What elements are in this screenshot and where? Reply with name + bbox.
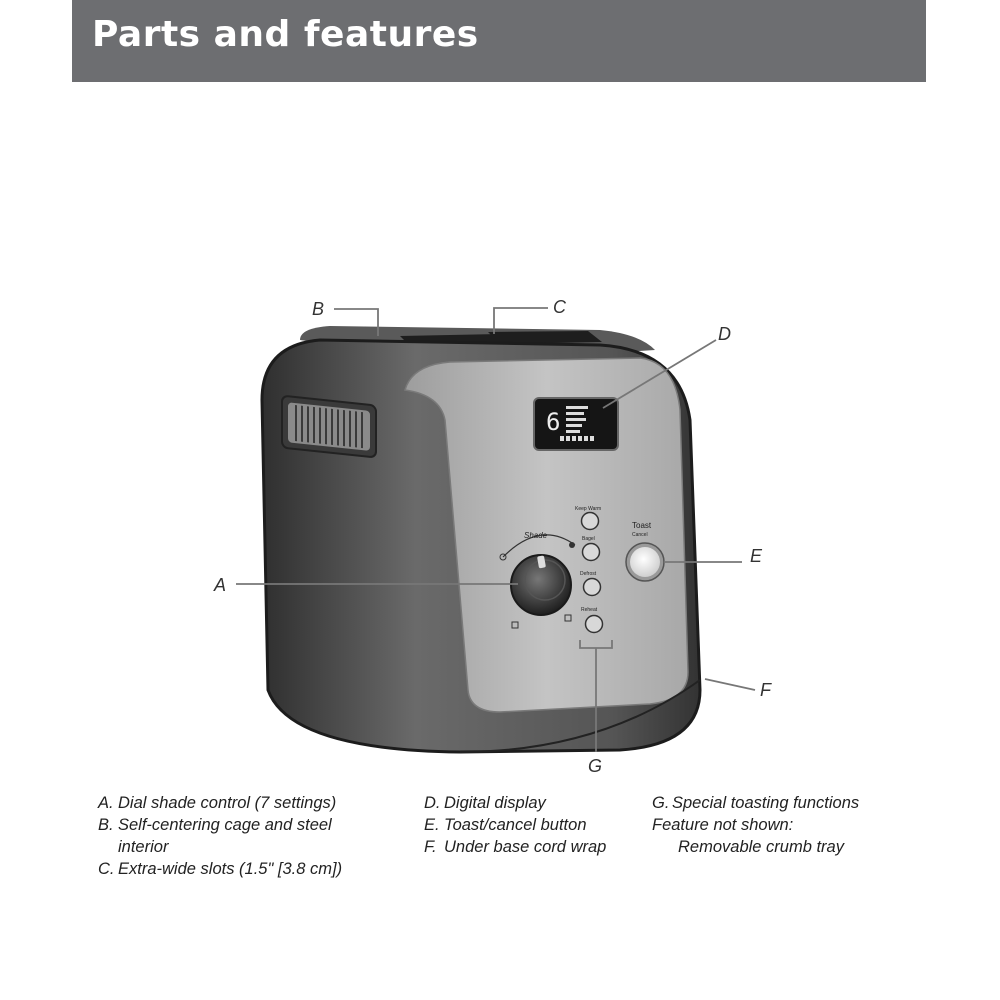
legend-item-b: B. Self-centering cage and steel	[98, 816, 332, 834]
svg-text:Bagel: Bagel	[582, 536, 595, 542]
reheat-button[interactable]: Reheat	[581, 607, 604, 634]
callout-e: E	[750, 546, 763, 566]
header-bar: Parts and features	[72, 0, 926, 82]
defrost-button[interactable]: Defrost	[580, 571, 602, 597]
callout-line-d	[602, 339, 717, 409]
callout-b: B	[312, 299, 324, 319]
legend-item-e: E. Toast/cancel button	[424, 816, 587, 834]
slot-right	[488, 331, 602, 344]
legend-item-c: C. Extra-wide slots (1.5" [3.8 cm])	[98, 860, 343, 878]
legend-crumb-tray: Removable crumb tray	[678, 838, 844, 856]
callout-c: C	[553, 297, 567, 317]
svg-text:Reheat: Reheat	[581, 607, 598, 613]
legend-item-f: F. Under base cord wrap	[424, 838, 607, 856]
callout-a: A	[213, 575, 226, 595]
legend-column-2: D. Digital display E. Toast/cancel butto…	[424, 792, 644, 858]
digital-display: 6	[533, 397, 619, 451]
legend-feature-not-shown: Feature not shown:	[652, 816, 794, 834]
svg-text:Defrost: Defrost	[580, 571, 597, 577]
display-bar	[560, 436, 594, 441]
shade-label: Shade	[524, 531, 548, 540]
legend-column-1: A. Dial shade control (7 settings) B. Se…	[98, 792, 388, 880]
callout-g: G	[588, 756, 602, 776]
svg-text:Keep Warm: Keep Warm	[575, 506, 601, 512]
bagel-button[interactable]: Bagel	[581, 536, 601, 562]
base-edge	[459, 679, 701, 753]
callout-d: D	[718, 324, 731, 344]
page-title: Parts and features	[92, 14, 479, 55]
legend-item-g: G. Special toasting functions	[652, 794, 860, 812]
svg-text:Cancel: Cancel	[632, 532, 648, 538]
legend-column-3: G. Special toasting functions Feature no…	[652, 792, 912, 858]
legend-item-b-cont: interior	[118, 838, 169, 856]
keep-warm-button[interactable]: Keep Warm	[575, 506, 601, 531]
callout-line-c	[493, 307, 548, 334]
callout-bracket-g	[579, 640, 613, 649]
callout-f: F	[760, 680, 772, 700]
svg-text:Toast: Toast	[632, 521, 652, 530]
callout-line-b	[334, 308, 379, 336]
shade-dial[interactable]: Shade	[499, 531, 576, 629]
legend-item-a: A. Dial shade control (7 settings)	[98, 794, 337, 812]
legend-item-d: D. Digital display	[424, 794, 546, 812]
side-vent	[281, 395, 377, 458]
function-buttons: Keep Warm Bagel Defrost Reheat	[575, 506, 604, 634]
display-value: 6	[546, 408, 560, 436]
callout-lines	[236, 307, 756, 752]
callout-line-f	[704, 678, 756, 691]
